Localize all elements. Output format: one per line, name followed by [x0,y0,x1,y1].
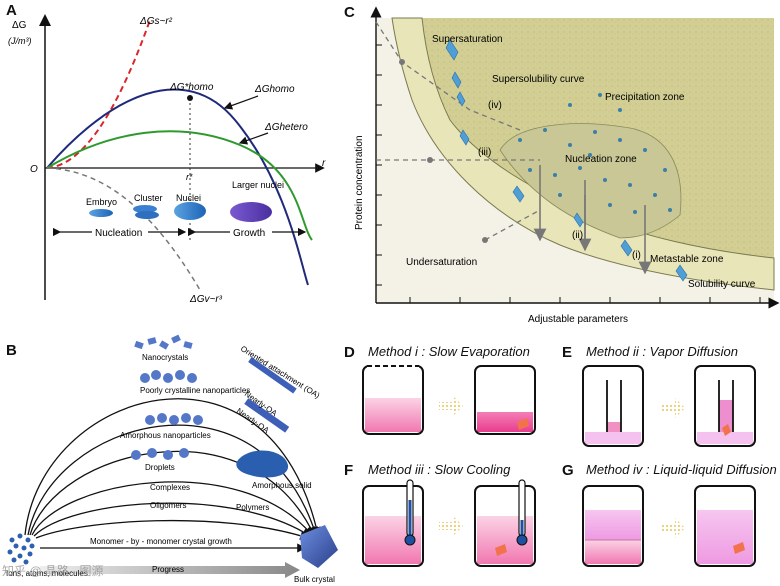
volume-curve-label: ΔGv~r³ [189,294,223,305]
panel-e-letter: E [562,344,573,361]
nucleation-phase-label: Nucleation [95,228,142,239]
origin-label: O [30,164,38,175]
zone-supersaturation: Supersaturation [432,34,503,45]
progress-label: Progress [152,565,184,574]
stage-larger-label: Larger nuclei [232,180,284,190]
barrier-label: ΔG*homo [169,82,214,93]
ions-cluster [7,533,35,565]
stage-cluster-label: Cluster [134,193,163,203]
pathway-nanocrystals: Nanocrystals [142,353,188,362]
panel-g-letter: G [562,462,574,479]
path-iv-line [375,21,521,131]
method-f-diagram [362,479,536,567]
critical-radius-label: r* [186,172,193,182]
energy-barrier-point [187,95,193,101]
y-axis-label: ΔG [12,20,27,31]
hetero-curve-label: ΔGhetero [264,122,308,133]
pathway-droplets: Droplets [145,463,175,472]
panel-f-letter: F [344,462,354,479]
phase-diagram: Supersaturation Supersolubility curve Pr… [354,6,780,325]
methods-diagrams [362,364,756,567]
zone-precipitation: Precipitation zone [605,92,685,103]
start-label: Ions, atoms, molecules [6,569,88,578]
nuclei-dots [518,93,672,214]
path-iii-label: (iii) [478,147,491,158]
pathway-monomer: Monomer - by - monomer crystal growth [90,537,232,546]
nuclei-shape [174,202,206,220]
embryo-shape [89,209,113,217]
progress-arrow [40,562,300,578]
crystal-shapes [445,39,688,282]
homo-curve-label: ΔGhomo [254,84,295,95]
path-ii-label: (ii) [572,230,583,241]
method-g-diagram [582,485,756,567]
larger-nuclei-shape [230,202,272,222]
nucleation-zone-region [499,123,682,239]
method-e-diagram [582,365,756,447]
pathway-complexes: Complexes [150,483,190,492]
c-y-axis-label: Protein concentration [354,135,365,230]
nucleation-energy-diagram: ΔG (J/m³) O r ΔGs~r² ΔG*homo ΔGhomo ΔGhe… [8,14,326,305]
volume-energy-curve [46,167,201,291]
pathway-poorly-crystalline: Poorly crystalline nanoparticles [140,386,250,395]
surface-curve-label: ΔGs~r² [139,16,173,27]
solubility-curve-label: Solubility curve [688,279,756,290]
pathway-oligomers: Oligomers [150,501,186,510]
method-d-diagram [362,364,536,435]
end-label: Bulk crystal [294,575,335,584]
path-iv-label: (iv) [488,100,502,111]
method-d-title: Method i : Slow Evaporation [368,344,530,359]
surface-energy-curve [46,19,151,169]
label-amorphous-solid: Amorphous solid [252,481,312,490]
homogeneous-curve [46,88,309,286]
path-i-label: (i) [632,250,641,261]
oa-chain-icons [244,357,297,433]
pathway-amorphous-np: Amorphous nanoparticles [120,431,211,440]
path-ii-line [484,209,541,241]
c-ticks [376,44,761,303]
amorphous-solid-icon [236,450,289,478]
crystallization-pathways: Nanocrystals Poorly crystalline nanopart… [6,334,338,584]
bulk-crystal-icon [300,525,338,568]
method-g-title: Method iv : Liquid-liquid Diffusion [586,462,777,477]
zone-supersolubility: Supersolubility curve [492,74,585,85]
panel-d-letter: D [344,344,355,361]
growth-phase-label: Growth [233,228,265,239]
heterogeneous-curve [46,130,313,241]
x-axis-label: r [322,158,326,169]
method-e-title: Method ii : Vapor Diffusion [586,344,738,359]
stage-nuclei-label: Nuclei [176,193,201,203]
zone-metastable: Metastable zone [650,254,724,265]
zone-nucleation: Nucleation zone [565,154,637,165]
panel-c-letter: C [344,4,355,21]
nanocrystal-icons [131,334,203,460]
y-axis-unit: (J/m³) [8,36,32,46]
c-x-axis-label: Adjustable parameters [528,314,628,325]
panel-b-letter: B [6,342,17,359]
method-f-title: Method iii : Slow Cooling [368,462,511,477]
zone-undersaturation: Undersaturation [406,257,477,268]
label-polymers: Polymers [236,503,269,512]
panel-a-letter: A [6,2,17,19]
cluster-shape [133,205,157,213]
watermark: 知乎 @ 晶路 · 图源 [2,564,104,578]
stage-embryo-label: Embryo [86,197,117,207]
metastable-band [391,17,775,291]
